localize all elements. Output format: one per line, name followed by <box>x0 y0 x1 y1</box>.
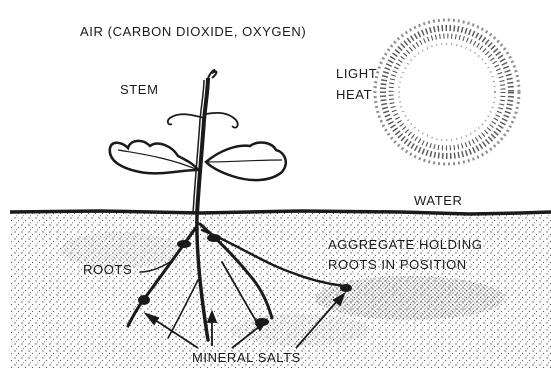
label-heat: HEAT <box>336 87 372 102</box>
label-water: WATER <box>414 193 463 208</box>
label-stem: STEM <box>120 82 159 97</box>
tendril-left <box>168 114 204 124</box>
aggregate <box>177 240 191 248</box>
aggregate <box>207 234 221 242</box>
aggregate <box>340 284 352 292</box>
label-mineral-salts: MINERAL SALTS <box>192 350 301 365</box>
tendril-right <box>206 113 238 128</box>
label-light: LIGHT <box>336 66 377 81</box>
soil <box>10 212 551 368</box>
label-aggregate-line1: AGGREGATE HOLDING <box>328 237 482 252</box>
label-air: AIR (CARBON DIOXIDE, OXYGEN) <box>80 24 306 39</box>
sun <box>375 20 519 164</box>
aggregate <box>138 295 150 305</box>
leaf-left <box>110 141 198 173</box>
plant-tip <box>208 70 216 78</box>
label-aggregate-line2: ROOTS IN POSITION <box>328 257 467 272</box>
label-roots: ROOTS <box>83 262 132 277</box>
